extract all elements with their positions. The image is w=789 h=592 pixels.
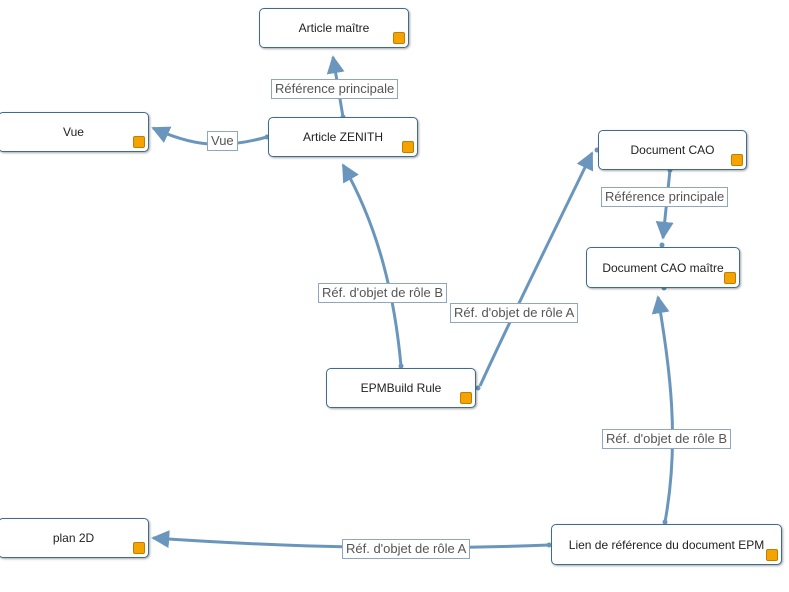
node-label: Vue (63, 125, 84, 139)
object-type-icon (402, 141, 414, 153)
node-document-cao[interactable]: Document CAO (598, 130, 747, 170)
node-vue[interactable]: Vue (0, 112, 149, 152)
edge-label-vue[interactable]: Vue (207, 131, 238, 151)
node-label: Document CAO maître (602, 260, 724, 275)
node-label: EPMBuild Rule (360, 381, 442, 395)
edge-epmbuild-to-zenith (341, 163, 403, 367)
node-document-cao-maitre[interactable]: Document CAO maître (586, 247, 740, 288)
edge-label-reference-principale-cao[interactable]: Référence principale (601, 187, 729, 207)
node-label: Article maître (298, 21, 370, 35)
node-label: Lien de référence du document EPM (568, 537, 765, 552)
node-plan-2d[interactable]: plan 2D (0, 518, 149, 558)
node-label: Article ZENITH (302, 130, 383, 144)
object-type-icon (731, 154, 743, 166)
edge-zenith-to-vue (151, 126, 268, 146)
edge-label-role-a-plan2d[interactable]: Réf. d'objet de rôle A (342, 539, 471, 559)
object-type-icon (724, 272, 736, 284)
edge-label-role-a-cao[interactable]: Réf. d'objet de rôle A (450, 303, 579, 323)
node-lien-reference-document-epm[interactable]: Lien de référence du document EPM (551, 524, 782, 565)
edge-epmbuild-to-document-cao (478, 151, 594, 387)
edge-label-reference-principale-top[interactable]: Référence principale (271, 79, 399, 99)
object-type-icon (766, 549, 778, 561)
object-type-icon (133, 542, 145, 554)
node-epmbuild-rule[interactable]: EPMBuild Rule (326, 368, 476, 408)
node-article-zenith[interactable]: Article ZENITH (268, 117, 418, 157)
object-type-icon (460, 392, 472, 404)
edge-label-role-b-lien[interactable]: Réf. d'objet de rôle B (602, 429, 731, 449)
object-type-icon (133, 136, 145, 148)
node-article-maitre[interactable]: Article maître (259, 8, 409, 48)
edge-lien-to-document-cao-maitre (651, 295, 675, 523)
object-type-icon (393, 32, 405, 44)
node-label: Document CAO (630, 143, 715, 157)
node-label: plan 2D (52, 531, 95, 545)
edge-label-role-b-zenith[interactable]: Réf. d'objet de rôle B (318, 283, 447, 303)
